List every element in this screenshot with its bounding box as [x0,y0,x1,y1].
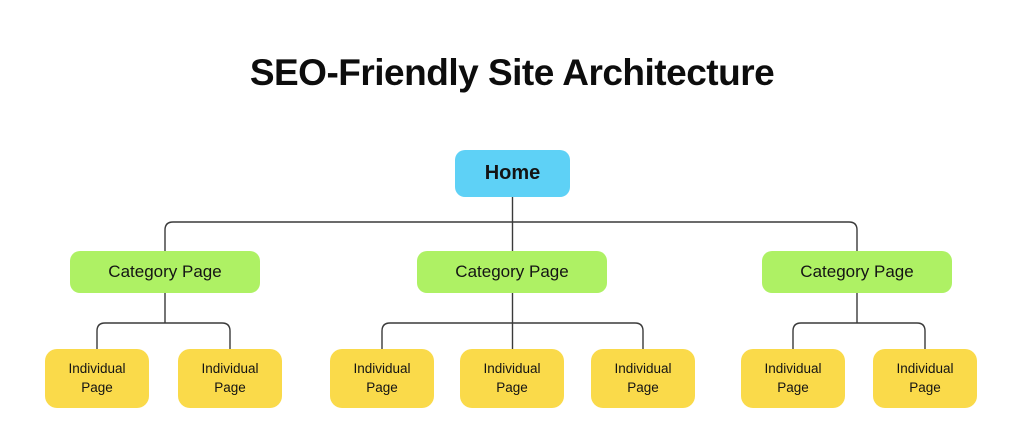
node-individual-page-3-1: Individual Page [741,349,845,408]
node-category-page-2: Category Page [417,251,607,293]
node-individual-page-2-3: Individual Page [591,349,695,408]
connector-category3-to-children [792,322,926,349]
node-individual-page-3-2: Individual Page [873,349,977,408]
node-individual-page-2-1: Individual Page [330,349,434,408]
node-home: Home [455,150,570,197]
node-individual-page-1-1: Individual Page [45,349,149,408]
diagram-title: SEO-Friendly Site Architecture [249,52,775,93]
connector-category1-to-children [96,322,231,349]
node-individual-page-1-2: Individual Page [178,349,282,408]
node-category-page-1: Category Page [70,251,260,293]
connector-category2-to-children [381,322,644,349]
node-individual-page-2-2: Individual Page [460,349,564,408]
connector-home-to-categories [164,221,858,323]
node-category-page-3: Category Page [762,251,952,293]
